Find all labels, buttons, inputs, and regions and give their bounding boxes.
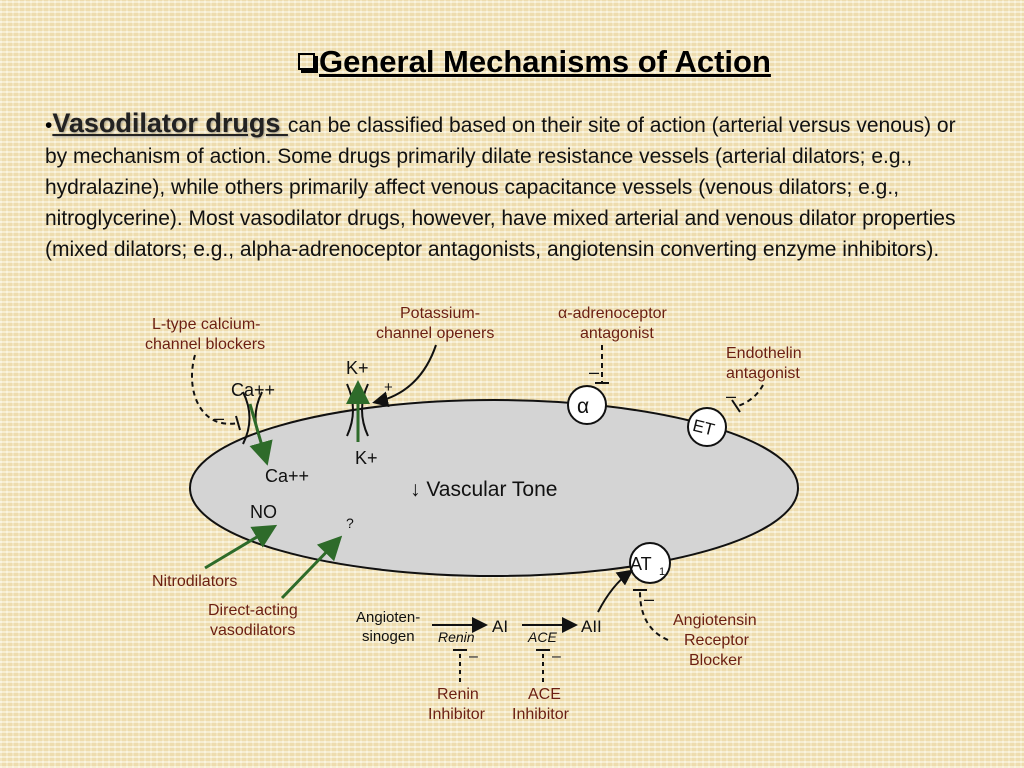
arb-line	[639, 591, 669, 641]
angiotensinogen-label-2: sinogen	[362, 628, 415, 645]
nitric-oxide-label: NO	[250, 502, 277, 522]
calcium-outside-label: Ca++	[231, 380, 275, 400]
bullet-dot: •	[45, 114, 53, 137]
calcium-blocker-tee	[235, 415, 241, 431]
alpha-receptor-label: α	[577, 395, 589, 418]
nitrodilators-label: Nitrodilators	[152, 573, 237, 590]
unknown-mechanism-label: ?	[346, 515, 354, 531]
potassium-inside-label: K+	[355, 448, 378, 468]
calcium-influx-arrow	[248, 403, 273, 466]
endothelin-antagonist-tee	[731, 399, 741, 413]
vascular-tone-label: ↓ Vascular Tone	[410, 478, 557, 501]
angiotensinogen-label-1: Angioten-	[356, 609, 420, 626]
calcium-blocker-minus: –	[214, 408, 224, 428]
alpha-receptor	[567, 385, 607, 425]
calcium-blocker-arrow	[191, 354, 239, 425]
potassium-opener-arrow	[372, 344, 437, 408]
arb-minus: –	[644, 589, 654, 609]
paragraph-body: can be classified based on their site of…	[45, 114, 956, 261]
endothelin-antagonist-label-2: antagonist	[726, 365, 800, 382]
angiotensin-ii-label: AII	[581, 617, 602, 636]
calcium-blocker-label-1: L-type calcium-	[152, 316, 260, 333]
ace-enzyme-label: ACE	[527, 629, 557, 645]
renin-inhibitor-label-2: Inhibitor	[428, 706, 486, 723]
angiotensin-receptor-label: AT	[630, 554, 652, 574]
ace-inhibitor-minus: –	[552, 648, 561, 665]
arb-label-3: Blocker	[689, 652, 743, 669]
angiotensin-i-label: AI	[492, 617, 508, 636]
arb-label-1: Angiotensin	[673, 612, 757, 629]
endothelin-antagonist-line	[737, 384, 764, 407]
vascular-cell	[189, 399, 799, 577]
arb-label-2: Receptor	[684, 632, 750, 649]
nitrodilator-arrow	[204, 524, 278, 570]
slide-title: General Mechanisms of Action	[298, 44, 771, 80]
angiotensin-receptor	[629, 542, 671, 584]
direct-acting-label-1: Direct-acting	[208, 602, 298, 619]
endothelin-antagonist-minus: –	[726, 386, 736, 406]
slide-title-text: General Mechanisms of Action	[319, 44, 771, 79]
angiotensin-receptor-subscript: 1	[659, 566, 665, 578]
key-term: Vasodilator drugs	[52, 108, 288, 138]
ace-inhibitor-label-2: Inhibitor	[512, 706, 570, 723]
renin-enzyme-label: Renin	[438, 629, 475, 645]
potassium-opener-label-1: Potassium-	[400, 305, 480, 322]
potassium-opener-plus: +	[384, 379, 393, 396]
endothelin-antagonist-label-1: Endothelin	[726, 345, 802, 362]
checkbox-bullet-icon	[298, 53, 315, 70]
alpha-antagonist-label-2: antagonist	[580, 325, 654, 342]
calcium-channel-left	[242, 391, 251, 445]
ace-inhibitor-label-1: ACE	[528, 686, 561, 703]
direct-acting-arrow	[280, 535, 343, 600]
potassium-outside-label: K+	[346, 358, 369, 378]
alpha-antagonist-label-1: α-adrenoceptor	[558, 305, 668, 322]
direct-acting-label-2: vasodilators	[210, 622, 295, 639]
renin-inhibitor-minus: –	[469, 648, 478, 665]
alpha-antagonist-minus: –	[589, 362, 599, 382]
calcium-blocker-label-2: channel blockers	[145, 336, 265, 353]
angiotensin-ii-arrow	[597, 569, 634, 613]
endothelin-receptor-label: ET	[691, 416, 717, 440]
renin-inhibitor-label-1: Renin	[437, 686, 479, 703]
endothelin-receptor	[687, 407, 727, 447]
potassium-opener-label-2: channel openers	[376, 325, 494, 342]
intro-paragraph: •Vasodilator drugs can be classified bas…	[45, 108, 975, 265]
calcium-inside-label: Ca++	[265, 466, 309, 486]
